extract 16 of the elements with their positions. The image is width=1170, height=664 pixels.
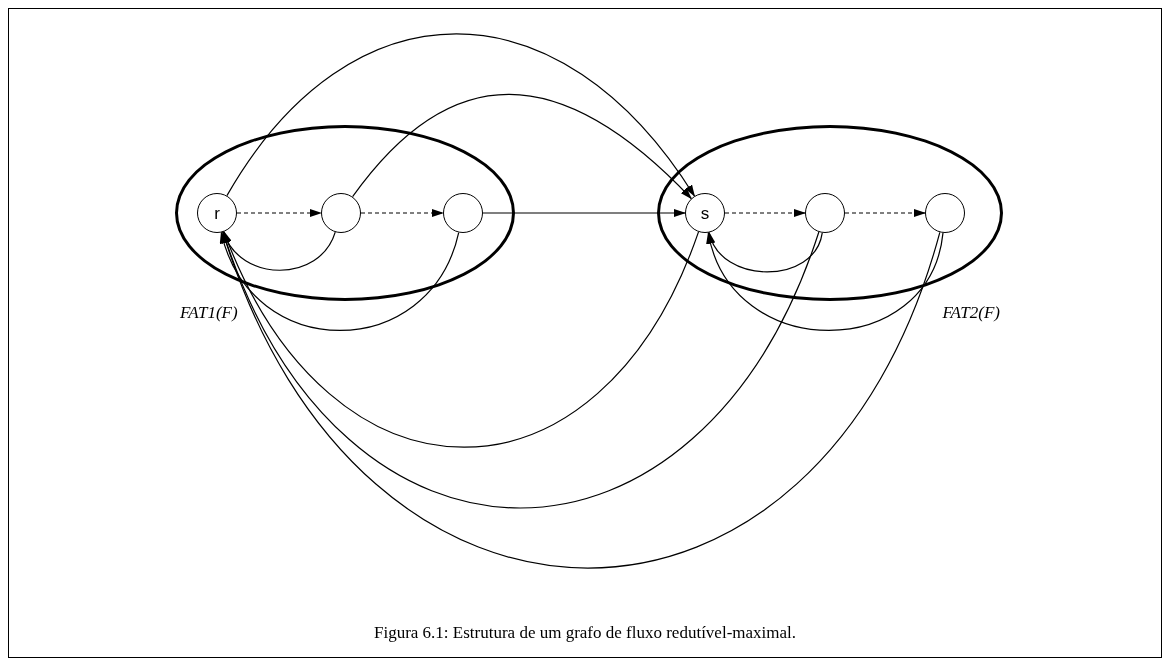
arrow [226,33,696,197]
arrow [220,231,460,331]
arrow [844,209,926,217]
arrow [708,231,823,273]
node-label: s [700,204,710,222]
arrow [352,93,692,200]
arrow [482,209,686,217]
arrow [236,209,322,217]
node-label: r [214,204,220,222]
arrow [360,209,444,217]
region-label: FAT1(F) [180,302,238,324]
figure-caption: Figura 6.1: Estrutura de um grafo de fluxo redutível-maximal. [373,622,797,644]
region-label: FAT2(F) [942,302,1000,324]
arrow [222,231,941,569]
arrow [724,209,806,217]
arrow [707,231,944,332]
